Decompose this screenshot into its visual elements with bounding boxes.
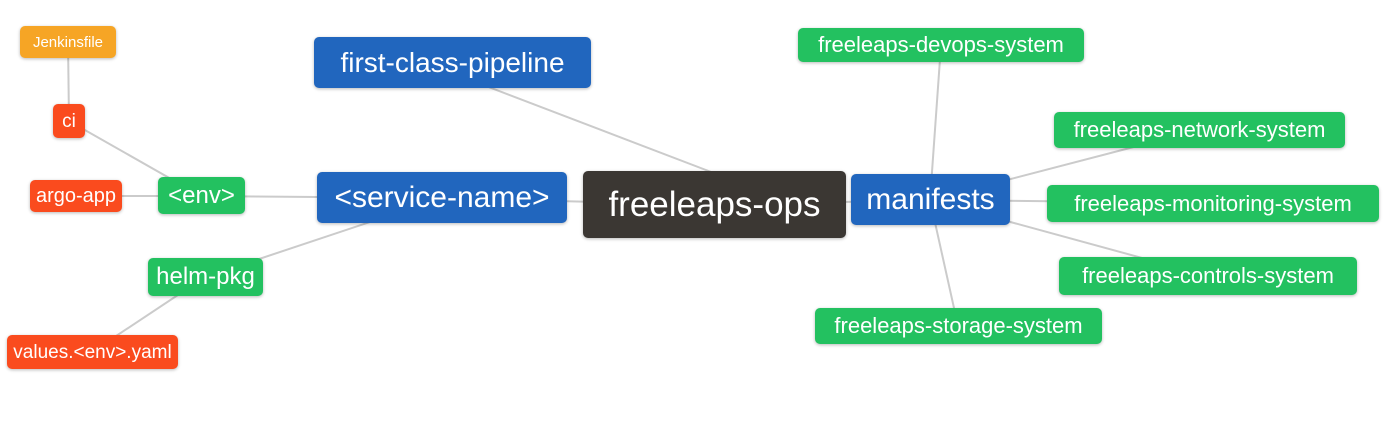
- node-manifests[interactable]: manifests: [851, 174, 1010, 225]
- node-freeleaps-storage-system[interactable]: freeleaps-storage-system: [815, 308, 1102, 344]
- node-first-class-pipeline[interactable]: first-class-pipeline: [314, 37, 591, 88]
- node-freeleaps-monitoring-system[interactable]: freeleaps-monitoring-system: [1047, 185, 1379, 222]
- node-ci[interactable]: ci: [53, 104, 85, 138]
- node-freeleaps-controls-system[interactable]: freeleaps-controls-system: [1059, 257, 1357, 295]
- node-env[interactable]: <env>: [158, 177, 245, 214]
- node-service-name[interactable]: <service-name>: [317, 172, 567, 223]
- node-freeleaps-network-system[interactable]: freeleaps-network-system: [1054, 112, 1345, 148]
- edge-pipeline-freeleaps-ops: [451, 72, 741, 184]
- node-helm-pkg[interactable]: helm-pkg: [148, 258, 263, 296]
- node-jenkinsfile[interactable]: Jenkinsfile: [20, 26, 116, 58]
- node-freeleaps-ops[interactable]: freeleaps-ops: [583, 171, 846, 238]
- node-argo-app[interactable]: argo-app: [30, 180, 122, 212]
- node-values-env-yaml[interactable]: values.<env>.yaml: [7, 335, 178, 369]
- node-freeleaps-devops-system[interactable]: freeleaps-devops-system: [798, 28, 1084, 62]
